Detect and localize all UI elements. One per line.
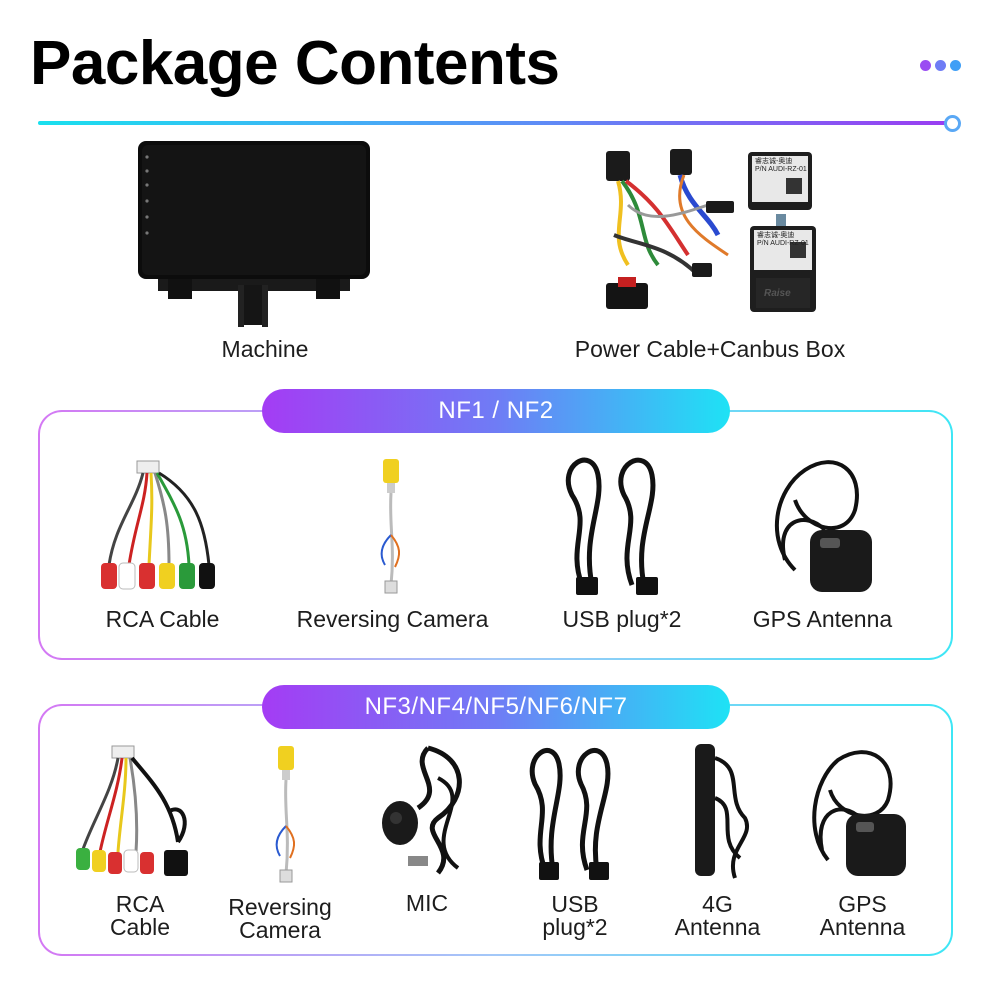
4g-antenna-image [685, 738, 755, 886]
group-nf3-nf7-title: NF3/NF4/NF5/NF6/NF7 [262, 685, 730, 729]
machine-label: Machine [221, 336, 309, 362]
reversing-camera-2-label: Reversing Camera [210, 896, 350, 942]
group-nf3-nf7-panel [38, 704, 953, 956]
usb-plug-2-label-line-2: plug*2 [542, 914, 608, 940]
power-cable-label: Power Cable+Canbus Box [574, 336, 846, 362]
group-nf1-nf2-panel [38, 410, 953, 660]
rca-cable-label: RCA Cable [105, 606, 220, 632]
mic-label: MIC [372, 892, 482, 915]
gps-antenna-2-label-line-2: Antenna [819, 914, 906, 940]
page-title: Package Contents [30, 29, 560, 98]
reversing-camera-cable-icon [380, 459, 401, 594]
canbus-label-2: 睿志诚-奥迪 P/N AUDI-RZ-01 [757, 232, 811, 249]
canbus-label-2-line-1: 睿志诚-奥迪 [757, 232, 795, 239]
usb-plug-2-label-line-1: USB [551, 891, 599, 917]
canbus-box-image: 睿志诚-奥迪 P/N AUDI-RZ-01 睿志诚-奥迪 P/N AUDI-RZ… [746, 150, 820, 315]
reversing-camera-image [365, 455, 420, 595]
dot-3 [950, 60, 961, 71]
title-divider [38, 121, 948, 125]
usb-cable-icon [565, 457, 658, 595]
rca-cable-2-image [72, 742, 197, 884]
reversing-camera-2-label-line-1: Reversing [228, 894, 332, 920]
gps-antenna-icon [812, 750, 906, 876]
group-nf1-nf2-title: NF1 / NF2 [262, 389, 730, 433]
gps-antenna-2-image [808, 740, 913, 885]
4g-antenna-label-line-2: Antenna [674, 914, 761, 940]
canbus-label-2-line-2: P/N AUDI-RZ-01 [757, 240, 809, 248]
usb-plug-2-image [527, 736, 617, 884]
divider-end-circle [944, 115, 961, 132]
dot-1 [920, 60, 931, 71]
machine-image [130, 135, 380, 330]
rca-cable-2-label: RCA Cable [90, 893, 190, 939]
4g-antenna-label: 4G Antenna [655, 893, 780, 939]
gps-antenna-image [765, 450, 890, 600]
usb-cable-icon [529, 748, 611, 880]
gps-antenna-2-label: GPS Antenna [800, 893, 925, 939]
head-unit-icon [138, 141, 370, 327]
rca-cable-icon [76, 745, 188, 876]
usb-plug-image [562, 445, 667, 600]
reversing-camera-cable-icon [275, 746, 296, 883]
reversing-camera-2-label-line-2: Camera [239, 917, 321, 943]
gps-antenna-label: GPS Antenna [752, 606, 893, 632]
canbus-label-1-line-2: P/N AUDI-RZ-01 [755, 166, 807, 174]
canbus-label-1: 睿志诚-奥迪 P/N AUDI-RZ-01 [755, 158, 809, 175]
reversing-camera-2-image [262, 742, 312, 884]
microphone-icon [382, 745, 462, 875]
rca-cable-2-label-line-1: RCA [115, 891, 165, 917]
mic-image [378, 738, 478, 883]
rca-cable-icon [101, 460, 215, 590]
mic-label-line-1: MIC [405, 890, 449, 916]
4g-antenna-icon [695, 744, 749, 879]
wiring-harness-icon [606, 149, 734, 309]
dot-2 [935, 60, 946, 71]
canbus-box-icon [748, 152, 816, 312]
decorative-dots [920, 60, 961, 71]
usb-plug-2-label: USB plug*2 [520, 893, 630, 939]
gps-antenna-icon [774, 460, 872, 592]
gps-antenna-2-label-line-1: GPS [838, 891, 887, 917]
canbus-label-1-line-1: 睿志诚-奥迪 [755, 158, 793, 165]
power-cable-image [598, 145, 746, 315]
rca-cable-2-label-line-2: Cable [109, 914, 171, 940]
rca-cable-image [95, 455, 225, 595]
reversing-camera-label: Reversing Camera [296, 606, 489, 632]
usb-plug-label: USB plug*2 [562, 606, 682, 632]
canbus-brand: Raise [764, 288, 791, 299]
4g-antenna-label-line-1: 4G [702, 891, 733, 917]
